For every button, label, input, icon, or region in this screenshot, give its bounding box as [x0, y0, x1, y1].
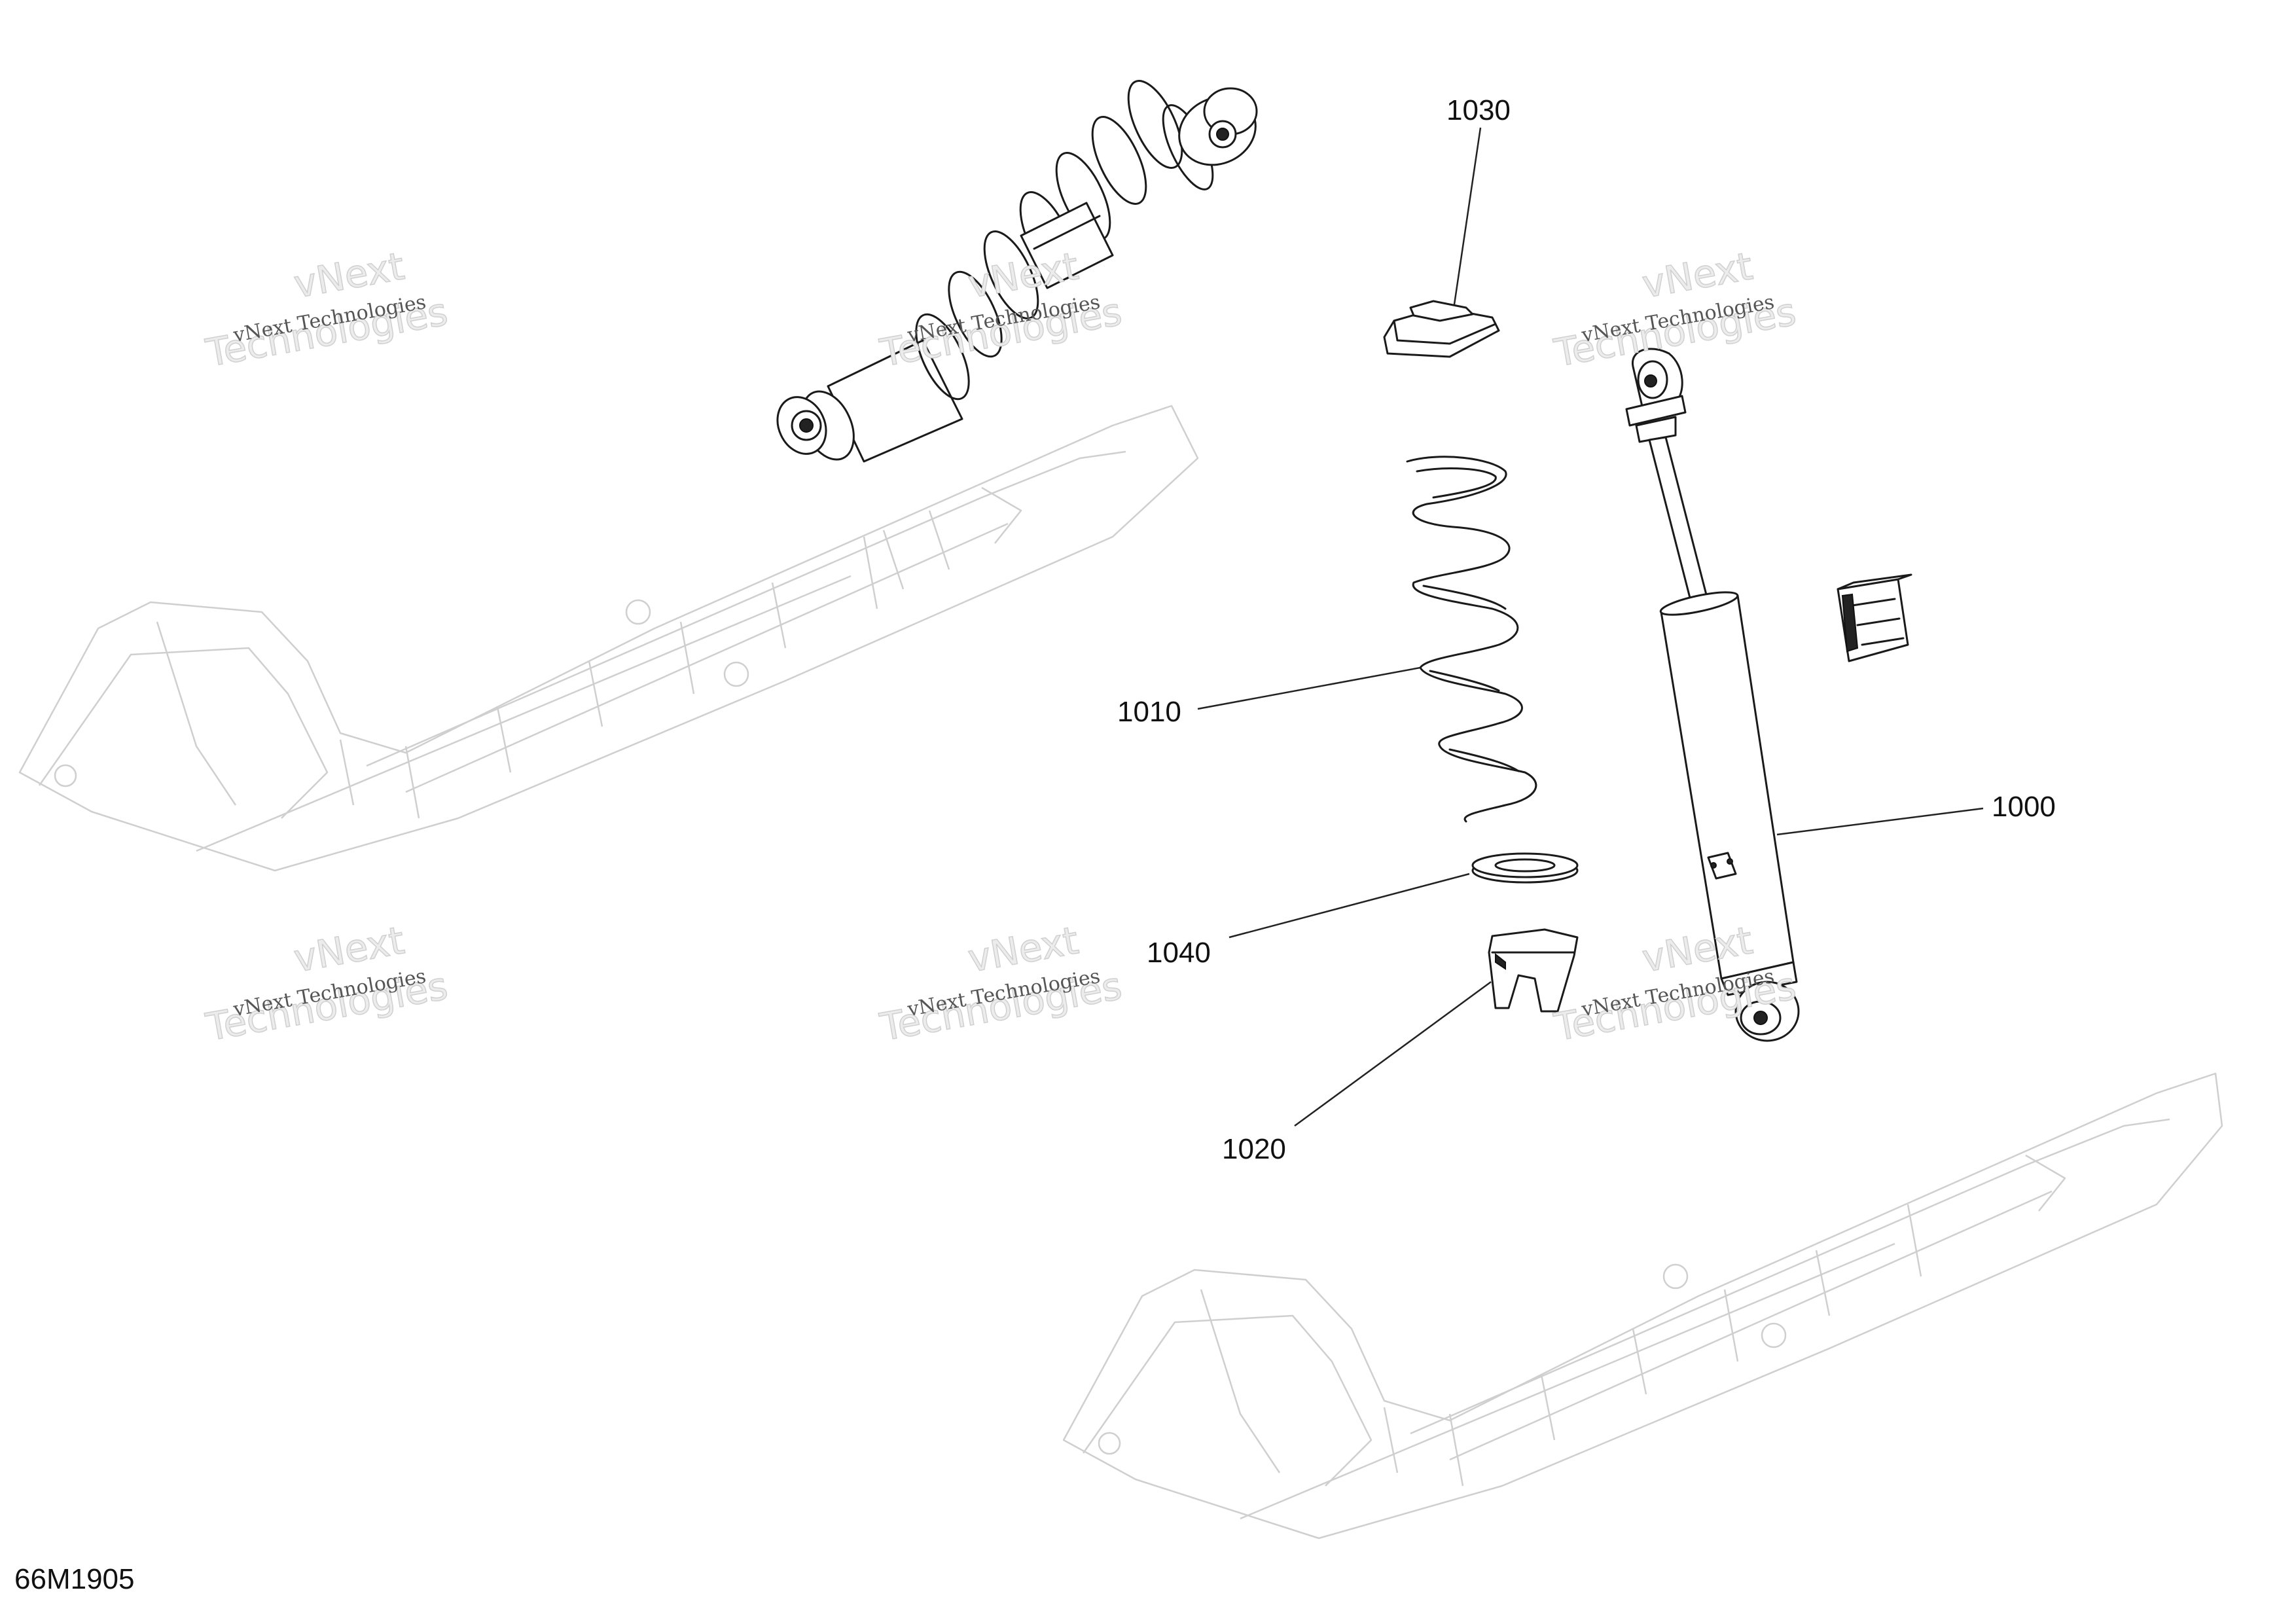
shock-assembly-illustration	[776, 80, 1258, 463]
leader-1000	[1776, 807, 1984, 836]
part-1040-washer	[1471, 852, 1579, 884]
part-1010-spring	[1406, 456, 1537, 823]
ghost-ski-right	[1062, 1072, 2223, 1540]
callout-1010: 1010	[1117, 696, 1181, 728]
leader-1040	[1229, 873, 1470, 939]
watermark-1: Technologies vNext vNext Technologies	[202, 243, 451, 376]
callout-1030: 1030	[1446, 94, 1511, 126]
watermark-5: Technologies vNext vNext Technologies	[876, 917, 1125, 1050]
callout-1020: 1020	[1222, 1133, 1286, 1165]
leader-lines	[1197, 127, 1984, 1127]
ghost-ski-left	[18, 405, 1199, 872]
part-1000-shock-absorber	[1625, 348, 1800, 1042]
callout-1000: 1000	[1992, 791, 2056, 823]
watermark-4: Technologies vNext vNext Technologies	[202, 917, 451, 1050]
drawing-code: 66M1905	[14, 1563, 134, 1595]
small-block-part	[1837, 573, 1912, 662]
leader-1020	[1294, 981, 1492, 1127]
callout-1040: 1040	[1147, 937, 1211, 969]
leader-1010	[1197, 666, 1421, 710]
leader-1030	[1453, 127, 1482, 305]
watermark-3: Technologies vNext vNext Technologies	[1550, 243, 1799, 376]
part-1030-top-cap	[1383, 300, 1500, 358]
part-1020-retainer	[1488, 928, 1579, 1013]
